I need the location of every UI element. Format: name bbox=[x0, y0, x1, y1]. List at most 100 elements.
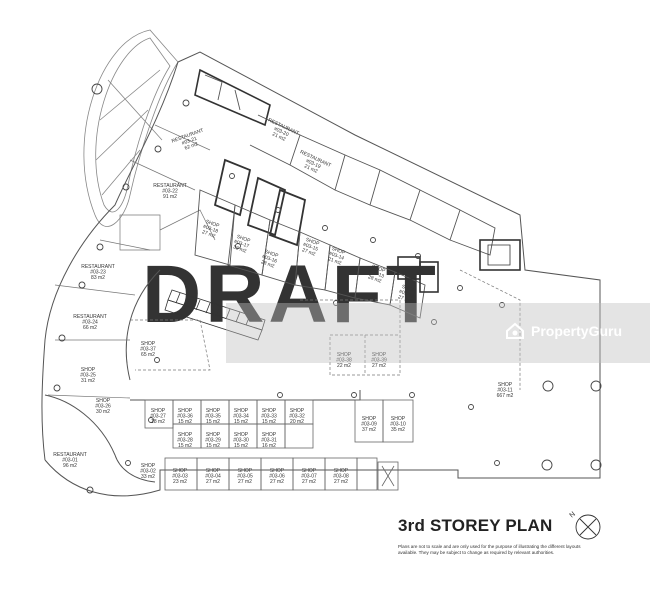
unit-number: #03-14 bbox=[328, 251, 345, 262]
unit-label: SHOP#03-1827 m2 bbox=[200, 219, 221, 240]
unit-area: 27 m2 bbox=[334, 479, 348, 485]
unit-area: 27 m2 bbox=[372, 363, 386, 369]
unit-type: SHOP bbox=[270, 468, 285, 474]
unit-area: 37 m2 bbox=[362, 427, 376, 433]
unit-area: 62 m2 bbox=[184, 141, 199, 151]
plan-disclaimer: Plans are not to scale and are only used… bbox=[398, 544, 581, 555]
unit-number: #03-03 bbox=[172, 474, 188, 480]
unit-area: 23 m2 bbox=[173, 479, 187, 485]
unit-area: 30 m2 bbox=[96, 409, 110, 415]
unit-area: 21 m2 bbox=[271, 131, 286, 142]
unit-number: #03-31 bbox=[261, 438, 277, 444]
unit-number: #03-38 bbox=[336, 358, 352, 364]
unit-label: RESTAURANT#03-2162 m2 bbox=[171, 128, 208, 155]
watermark-band bbox=[226, 303, 650, 363]
brand-logo: PropertyGuru bbox=[505, 322, 622, 340]
unit-area: 33 m2 bbox=[141, 474, 155, 480]
unit-number: #03-36 bbox=[177, 414, 193, 420]
unit-type: SHOP bbox=[305, 237, 321, 248]
unit-number: #03-05 bbox=[237, 474, 253, 480]
unit-type: SHOP bbox=[234, 432, 249, 438]
unit-number: #03-30 bbox=[233, 438, 249, 444]
unit-type: SHOP bbox=[334, 468, 349, 474]
unit-area: 21 m2 bbox=[327, 256, 342, 266]
unit-area: 27 m2 bbox=[201, 229, 216, 239]
unit-type: SHOP bbox=[362, 416, 377, 422]
unit-type: SHOP bbox=[206, 432, 221, 438]
unit-label: SHOP#03-1421 m2 bbox=[326, 246, 347, 267]
unit-number: #03-35 bbox=[205, 414, 221, 420]
unit-label: SHOP#03-1527 m2 bbox=[300, 237, 321, 258]
unit-number: #03-01 bbox=[62, 458, 78, 464]
unit-area: 91 m2 bbox=[163, 194, 177, 200]
unit-area: 65 m2 bbox=[141, 352, 155, 358]
unit-label: SHOP#03-1328 m2 bbox=[366, 264, 387, 285]
unit-area: 31 m2 bbox=[81, 378, 95, 384]
unit-type: SHOP bbox=[178, 432, 193, 438]
unit-number: #03-23 bbox=[90, 270, 106, 276]
unit-number: #03-17 bbox=[233, 239, 250, 250]
unit-type: RESTAURANT bbox=[81, 264, 115, 270]
unit-type: SHOP bbox=[401, 284, 417, 295]
unit-type: SHOP bbox=[96, 398, 111, 404]
unit-type: RESTAURANT bbox=[53, 452, 87, 458]
unit-type: RESTAURANT bbox=[73, 314, 107, 320]
unit-type: RESTAURANT bbox=[153, 183, 187, 189]
unit-area: 15 m2 bbox=[234, 419, 248, 425]
unit-type: SHOP bbox=[205, 219, 221, 230]
lift-cores bbox=[397, 239, 521, 293]
unit-type: SHOP bbox=[141, 341, 156, 347]
draft-watermark: DRAFT bbox=[142, 249, 440, 340]
unit-type: SHOP bbox=[238, 468, 253, 474]
building-outline bbox=[41, 51, 601, 497]
unit-type: SHOP bbox=[498, 382, 513, 388]
unit-number: #03-16 bbox=[261, 254, 278, 265]
unit-type: SHOP bbox=[262, 432, 277, 438]
unit-type: SHOP bbox=[371, 264, 387, 275]
unit-type: SHOP bbox=[262, 408, 277, 414]
unit-number: #03-08 bbox=[333, 474, 349, 480]
unit-type: SHOP bbox=[337, 352, 352, 358]
unit-number: #03-22 bbox=[162, 189, 178, 195]
unit-area: 20 m2 bbox=[290, 419, 304, 425]
unit-number: #03-15 bbox=[302, 242, 319, 253]
unit-area: 15 m2 bbox=[206, 419, 220, 425]
brand-name: PropertyGuru bbox=[531, 323, 623, 339]
unit-number: #03-32 bbox=[289, 414, 305, 420]
north-indicator: N bbox=[566, 505, 606, 550]
top-row-units bbox=[194, 68, 496, 319]
unit-type: SHOP bbox=[178, 408, 193, 414]
unit-number: #03-07 bbox=[301, 474, 317, 480]
compass-icon: N bbox=[569, 511, 601, 540]
dashed-boundaries bbox=[130, 269, 521, 390]
unit-area: 15 m2 bbox=[178, 419, 192, 425]
unit-type: SHOP bbox=[173, 468, 188, 474]
unit-area: 15 m2 bbox=[178, 443, 192, 449]
columns bbox=[53, 83, 602, 494]
unit-type: SHOP bbox=[234, 408, 249, 414]
unit-area: 28 m2 bbox=[367, 274, 382, 284]
unit-type: SHOP bbox=[81, 367, 96, 373]
unit-label: RESTAURANT#03-1921 m2 bbox=[294, 149, 332, 179]
unit-type: SHOP bbox=[391, 416, 406, 422]
unit-type: SHOP bbox=[290, 408, 305, 414]
escalator bbox=[164, 289, 266, 341]
unit-number: #03-26 bbox=[95, 404, 111, 410]
unit-type: SHOP bbox=[302, 468, 317, 474]
unit-number: #03-18 bbox=[202, 224, 219, 235]
